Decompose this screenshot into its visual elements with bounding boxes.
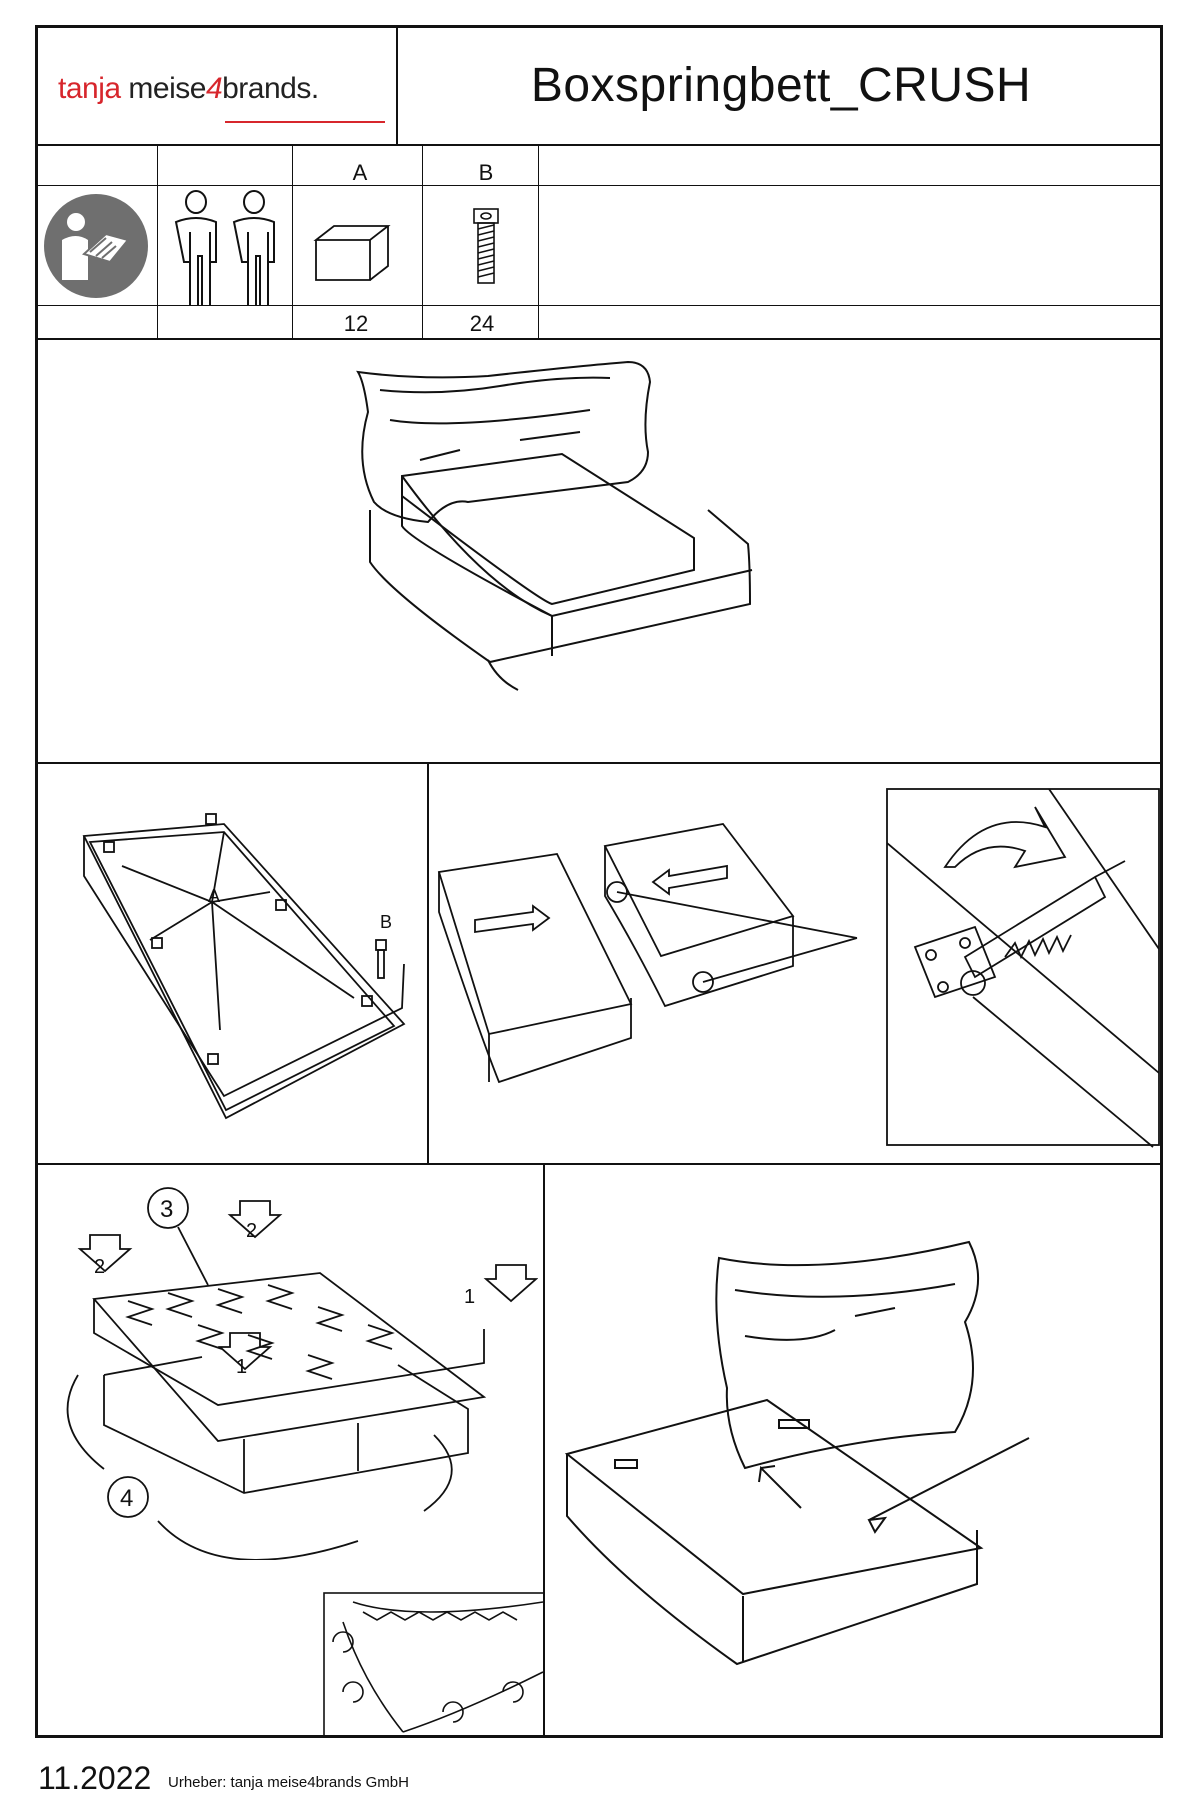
parts-table-bottom [35, 338, 1163, 340]
parts-col-rule-4 [538, 144, 539, 338]
footer-date: 11.2022 [38, 1760, 152, 1796]
footer-author: Urheber: tanja meise4brands GmbH [168, 1774, 409, 1791]
connector-detail-illustration [886, 788, 1160, 1148]
page-title: Boxspringbett_CRUSH [530, 59, 1032, 112]
screw-icon [473, 208, 499, 284]
brand-underline [225, 121, 385, 123]
step4-divider [543, 1163, 545, 1738]
page-frame [35, 25, 1163, 1738]
step-row-rule-1 [35, 762, 1163, 764]
assembled-bed-illustration [356, 360, 753, 691]
parts-col-rule-2 [292, 144, 293, 338]
step2-divider [427, 762, 429, 1164]
step-number-1-front: 1 [236, 1356, 247, 1378]
parts-col-rule-3 [422, 144, 423, 338]
parts-row-rule-1 [35, 185, 1163, 186]
step-number-1-right: 1 [464, 1286, 475, 1308]
brand-logo: tanja meise4brands. [58, 72, 319, 105]
parts-col-rule-1 [157, 144, 158, 338]
two-persons-icon [174, 190, 275, 306]
label-a: A [208, 886, 220, 906]
headboard-attach-illustration [564, 1240, 1030, 1666]
part-b-letter: B [478, 160, 494, 185]
block-icon [313, 225, 391, 281]
part-a-letter: A [352, 160, 368, 185]
read-manual-icon [44, 194, 148, 298]
base-halves-illustration [437, 823, 858, 1084]
step-row-rule-2 [35, 1163, 1163, 1165]
step-number-3: 3 [160, 1196, 173, 1223]
header-divider [396, 25, 398, 145]
label-b: B [380, 912, 392, 932]
step-number-2-left: 2 [94, 1256, 105, 1278]
header-bottom-rule [35, 144, 1163, 146]
step-number-2-top: 2 [246, 1220, 257, 1242]
step-number-4: 4 [120, 1485, 133, 1512]
parts-row-rule-2 [35, 305, 1163, 306]
topper-corner-detail [323, 1592, 545, 1738]
base-feet-illustration: A B [82, 813, 406, 1120]
part-a-qty: 12 [343, 311, 369, 336]
part-b-qty: 24 [469, 311, 495, 336]
topper-placement-illustration: 3 2 2 1 1 4 [66, 1187, 538, 1560]
